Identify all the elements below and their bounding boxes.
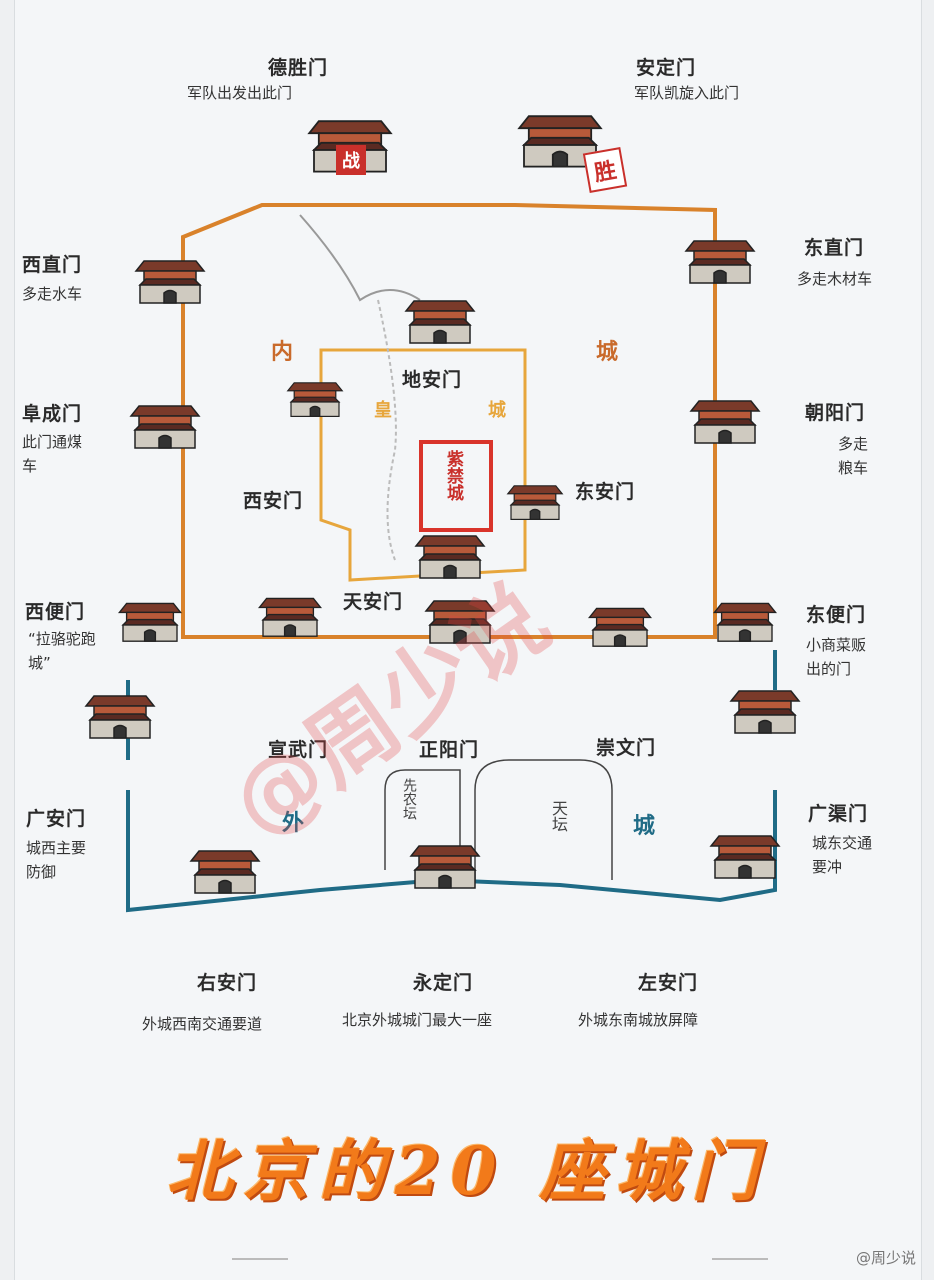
gate-dian-name: 地安门 [402, 369, 463, 391]
central-axis [377, 299, 397, 561]
gate-tower-xibian [117, 602, 183, 642]
gate-dongzhi-desc: 多走木材车 [797, 270, 873, 288]
gate-dongbian-name: 东便门 [806, 604, 867, 626]
xiannong-altar-outline [384, 769, 461, 870]
gate-yongding-desc: 北京外城城门最大一座 [342, 1011, 493, 1029]
gate-xibian-name: 西便门 [25, 601, 86, 623]
victory-banner: 胜 [582, 147, 628, 193]
gate-tower-youan [189, 850, 261, 894]
gate-tower-chongwen [587, 607, 653, 647]
xiannong-altar-label: 先农坛 [401, 778, 417, 820]
forbidden-city-wall [419, 440, 493, 532]
royal-city-wall [319, 348, 527, 582]
gate-xuanwu-name: 宣武门 [268, 739, 329, 761]
outer-city-label-b: 城 [633, 814, 656, 839]
gate-tower-chaoyang [689, 400, 761, 444]
divider-left [232, 1258, 288, 1260]
gate-desheng-desc: 军队出发出此门 [187, 84, 293, 102]
gate-yongding-name: 永定门 [413, 972, 474, 994]
gate-guangqu-name: 广渠门 [808, 803, 869, 825]
gate-tower-guangqu [729, 690, 801, 734]
gate-tower-fucheng [129, 405, 201, 449]
war-banner: 战 [336, 145, 366, 175]
gate-youan-desc: 外城西南交通要道 [142, 1015, 263, 1033]
gate-xibian-desc: “拉骆驼跑城” [28, 630, 96, 672]
smoke-trail [299, 214, 421, 302]
inner-city-wall [181, 203, 717, 639]
gate-tower-yongding [409, 845, 481, 889]
royal-city-label-b: 城 [488, 400, 506, 421]
page-title: 北京的20 座城门 [166, 1132, 768, 1210]
inner-city-label-b: 城 [596, 340, 619, 365]
outer-city-label-a: 外 [282, 811, 305, 836]
credit: @周少说 [855, 1249, 916, 1267]
gate-anding-desc: 军队凯旋入此门 [634, 84, 740, 102]
gate-guangan-name: 广安门 [26, 808, 87, 830]
gate-zuoan-name: 左安门 [638, 972, 699, 994]
tiantan-outline [474, 759, 613, 880]
forbidden-city-label: 紫禁城 [443, 450, 463, 501]
gate-tower-guangan [84, 695, 156, 739]
gate-tower-tianan [414, 535, 486, 579]
gate-tower-zuoan [709, 835, 781, 879]
gate-dongan-name: 东安门 [575, 481, 636, 503]
gate-fucheng-name: 阜成门 [22, 403, 83, 425]
gate-zhengyang-name: 正阳门 [419, 739, 480, 761]
royal-city-label-a: 皇 [374, 400, 392, 421]
gate-tower-zhengyang [424, 600, 496, 644]
gate-tower-dian [404, 300, 476, 344]
gate-chongwen-name: 崇文门 [596, 737, 657, 759]
gate-chaoyang-desc: 多走粮车 [838, 435, 869, 477]
gate-guangan-desc: 城西主要防御 [26, 839, 87, 881]
gate-xizhi-desc: 多走水车 [22, 285, 83, 303]
gate-chaoyang-name: 朝阳门 [805, 402, 866, 424]
gate-dongbian-desc: 小商菜贩出的门 [806, 636, 867, 678]
gate-xizhi-name: 西直门 [22, 254, 83, 276]
gate-tower-dongzhi [684, 240, 756, 284]
gate-tower-xizhi [134, 260, 206, 304]
gate-guangqu-desc: 城东交通要冲 [812, 834, 873, 876]
gate-tianan-name: 天安门 [343, 591, 404, 613]
gate-desheng-name: 德胜门 [268, 57, 329, 79]
gate-tower-dongan [506, 485, 564, 521]
gate-tower-xuanwu [257, 597, 323, 637]
gate-youan-name: 右安门 [197, 972, 258, 994]
gate-tower-dongbian [712, 602, 778, 642]
gate-xian-name: 西安门 [243, 490, 304, 512]
gate-zuoan-desc: 外城东南城放屏障 [578, 1011, 699, 1029]
divider-right [712, 1258, 768, 1260]
inner-city-label-a: 内 [271, 340, 294, 365]
gate-dongzhi-name: 东直门 [804, 237, 865, 259]
gate-fucheng-desc: 此门通煤车 [22, 433, 83, 475]
gate-anding-name: 安定门 [636, 57, 697, 79]
gate-tower-xian [286, 382, 344, 418]
tiantan-label: 天坛 [549, 800, 568, 832]
